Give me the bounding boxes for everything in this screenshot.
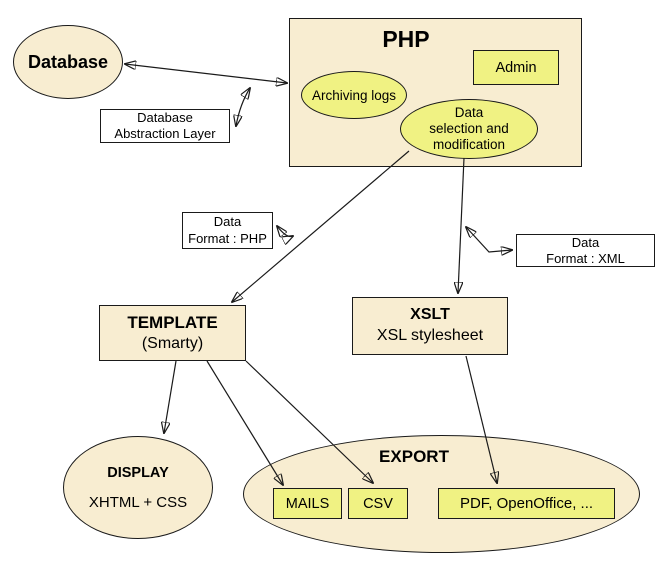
node-pdf-openoffice: PDF, OpenOffice, ... — [438, 488, 615, 519]
xslt-line1: XSLT — [410, 306, 450, 324]
edge-dbabstraction-link — [236, 88, 250, 126]
display-line1: DISPLAY — [107, 464, 169, 481]
edge-dataformatxml-link — [466, 227, 512, 252]
template-line2: (Smarty) — [141, 334, 204, 352]
data-format-php-line1: Data — [213, 213, 242, 229]
xslt-line2: XSL stylesheet — [376, 327, 484, 344]
database-label: Database — [27, 51, 109, 72]
edge-dataselection-xslt — [458, 157, 465, 293]
data-format-php-line2: Format : PHP — [188, 230, 267, 246]
node-display: DISPLAY XHTML + CSS — [63, 436, 213, 539]
pdf-openoffice-label: PDF, OpenOffice, ... — [459, 495, 594, 512]
db-abstraction-line2: Abstraction Layer — [114, 126, 216, 141]
admin-label: Admin — [495, 59, 537, 76]
node-mails: MAILS — [273, 488, 342, 519]
archiving-logs-label: Archiving logs — [311, 87, 397, 103]
data-format-xml-line1: Data — [571, 234, 600, 250]
node-archiving-logs: Archiving logs — [301, 71, 407, 119]
db-abstraction-line1: Database — [137, 109, 193, 125]
data-format-xml-line2: Format : XML — [546, 250, 625, 266]
node-admin: Admin — [473, 50, 559, 85]
node-data-format-php: Data Format : PHP — [182, 212, 273, 249]
data-selection-line1: Data — [454, 104, 484, 120]
template-line1: TEMPLATE — [127, 312, 218, 332]
edge-dataformatphp-link — [277, 226, 293, 237]
edge-template-display — [164, 360, 177, 433]
display-line2: XHTML + CSS — [88, 493, 188, 511]
php-title: PHP — [382, 26, 430, 52]
data-selection-line3: modification — [432, 137, 506, 153]
node-database: Database — [13, 25, 123, 99]
edge-database-php — [125, 64, 287, 83]
node-csv: CSV — [348, 488, 408, 519]
mails-label: MAILS — [285, 495, 330, 512]
csv-label: CSV — [363, 495, 393, 512]
export-title: EXPORT — [379, 447, 449, 466]
node-template: TEMPLATE (Smarty) — [99, 305, 246, 361]
data-selection-line2: selection and — [429, 120, 509, 136]
node-db-abstraction-layer: Database Abstraction Layer — [100, 109, 230, 143]
node-data-selection: Data selection and modification — [400, 99, 538, 159]
node-data-format-xml: Data Format : XML — [516, 234, 655, 267]
node-xslt: XSLT XSL stylesheet — [352, 297, 508, 355]
